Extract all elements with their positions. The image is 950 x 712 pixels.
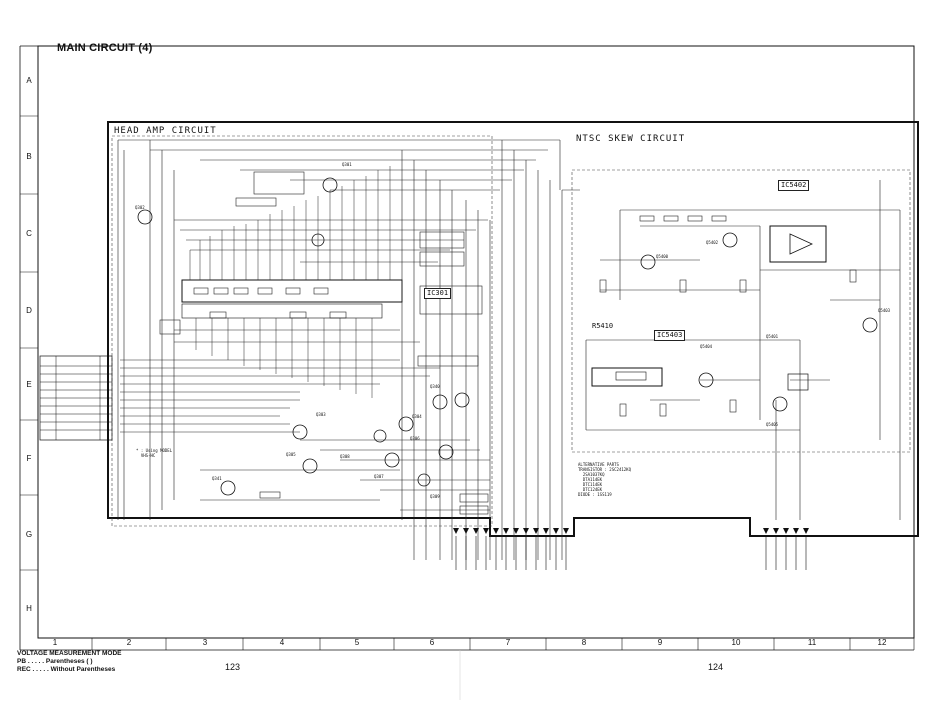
row-label-h: H [26,604,32,613]
transistor-label: Q5403 [878,308,891,313]
col-label-9: 9 [657,638,663,647]
r5410-label: R5410 [592,322,614,330]
page-number-right: 124 [708,662,724,672]
page-number-left: 123 [225,662,241,672]
col-label-8: 8 [581,638,587,647]
transistor-label: Q341 [212,476,222,481]
col-label-2: 2 [126,638,132,647]
voltage-mode-rec: REC . . . . . Without Parentheses [17,666,116,673]
transistor-label: Q307 [374,474,384,479]
pcb-outline [107,121,919,537]
ic5403-body [591,367,663,387]
transistor-label: Q5404 [700,344,713,349]
transistor-label: Q340 [430,384,440,389]
col-label-11: 11 [807,638,817,647]
ic301-body [181,279,403,303]
col-label-4: 4 [279,638,285,647]
row-label-d: D [26,306,32,315]
transistor-label: Q5402 [706,240,719,245]
transistor-label: Q302 [135,205,145,210]
page-title: MAIN CIRCUIT (4) [57,42,153,54]
transistor-label: Q5401 [766,334,779,339]
voltage-mode-pb: PB . . . . . Parentheses ( ) [17,658,93,665]
transistor-label: Q308 [340,454,350,459]
transistor-label: Q306 [410,436,420,441]
col-label-12: 12 [877,638,887,647]
frame-border [37,45,915,639]
head-amp-region [111,135,493,527]
transistor-label: Q5400 [656,254,669,259]
head-amp-title: HEAD AMP CIRCUIT [114,126,217,136]
row-label-b: B [26,152,32,161]
row-label-a: A [26,76,32,85]
transistor-label: Q303 [316,412,326,417]
ic5402-label: IC5402 [778,180,810,191]
col-label-7: 7 [505,638,511,647]
voltage-mode-heading: VOLTAGE MEASUREMENT MODE [17,650,122,657]
row-label-f: F [26,454,32,463]
row-label-g: G [25,530,33,539]
ic5402-body [769,225,827,263]
transistor-label: Q309 [430,494,440,499]
transistor-label: Q5405 [766,422,779,427]
row-label-c: C [26,229,32,238]
model-footnote: * : Using MODEL VHS-HC [136,448,173,458]
alternative-parts-note: ALTERNATIVE PARTS TRANSISTOR : 2SC2412KQ… [578,462,631,497]
transistor-label: Q301 [342,162,352,167]
col-label-1: 1 [52,638,58,647]
col-label-5: 5 [354,638,360,647]
transistor-label: Q305 [286,452,296,457]
ntsc-skew-title: NTSC SKEW CIRCUIT [576,134,686,144]
col-label-3: 3 [202,638,208,647]
col-label-10: 10 [731,638,741,647]
ic301-label: IC301 [424,288,452,299]
ic5403-label: IC5403 [654,330,686,341]
ntsc-skew-region [571,169,911,453]
row-label-e: E [26,380,32,389]
transistor-label: Q304 [412,414,422,419]
col-label-6: 6 [429,638,435,647]
